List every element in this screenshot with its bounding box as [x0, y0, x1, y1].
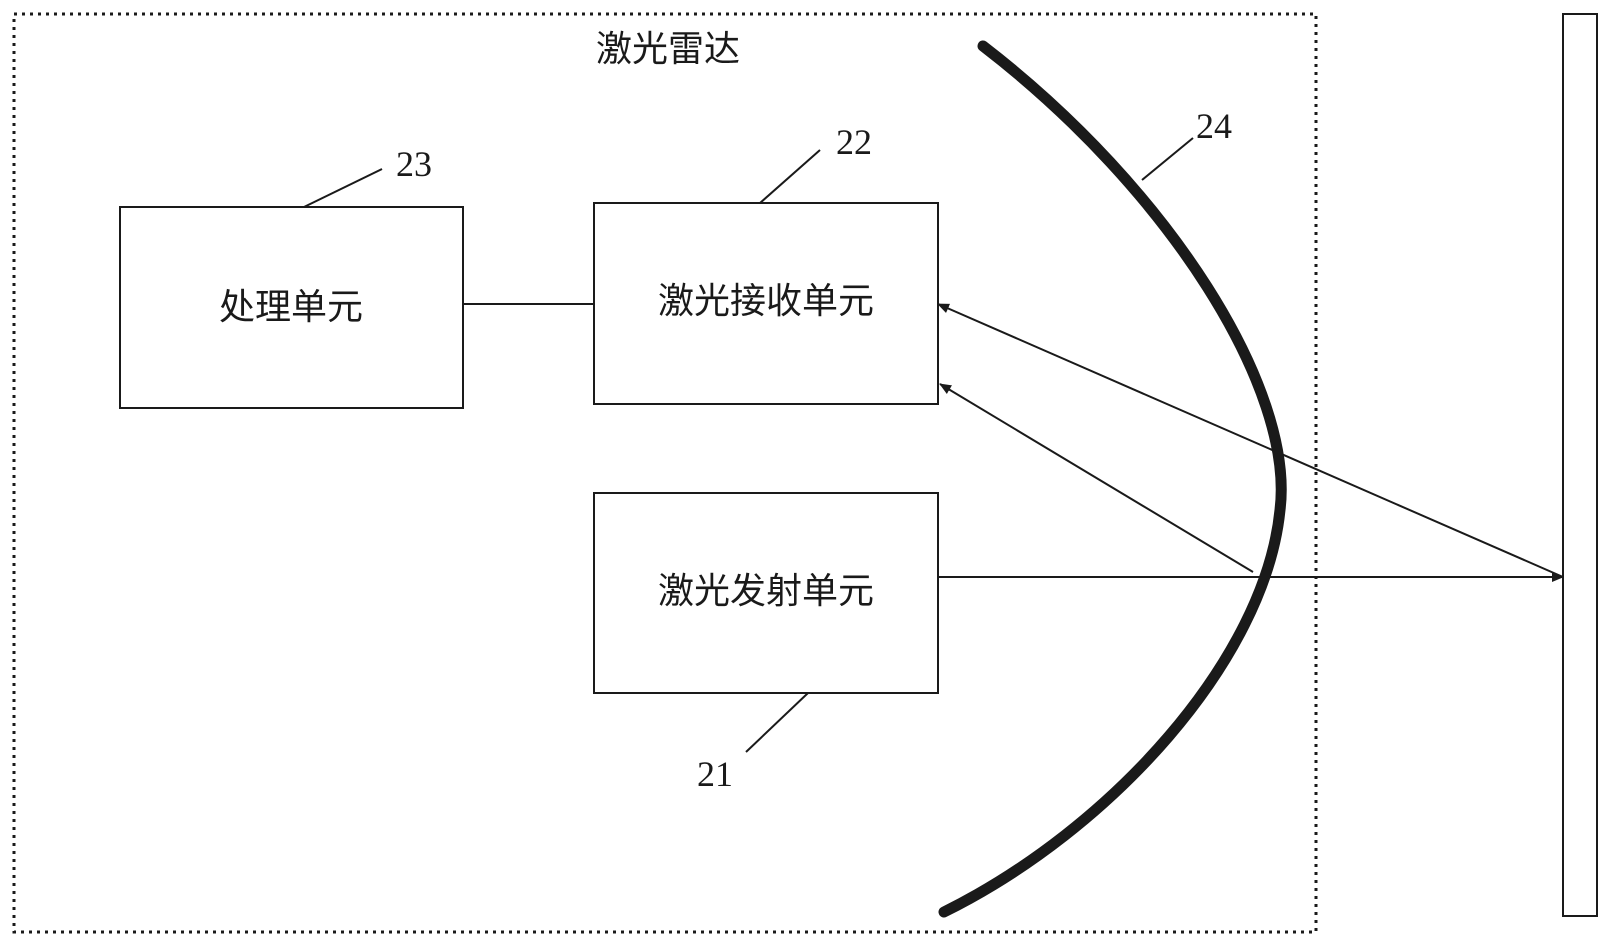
leader-line-23 [303, 168, 383, 208]
ref-number-22: 22 [836, 122, 872, 162]
curved-reflector [938, 40, 1287, 918]
ref-number-23: 23 [396, 144, 432, 184]
processing-unit-box [119, 206, 464, 409]
lidar-enclosure [12, 12, 1318, 934]
return-beam-direct [937, 303, 1564, 578]
processing-unit-label: 处理单元 [218, 287, 364, 328]
emitter-unit-label: 激光发射单元 [657, 571, 875, 612]
receiver-unit-label: 激光接收单元 [657, 281, 875, 322]
leader-line-24 [1141, 137, 1194, 181]
return-beam-reflected [939, 383, 1254, 573]
emitter-unit-box [593, 492, 939, 694]
ref-number-21: 21 [697, 754, 733, 794]
receiver-unit-box [593, 202, 939, 405]
target-plate [1562, 13, 1598, 917]
lidar-title: 激光雷达 [595, 29, 741, 70]
ref-number-24: 24 [1196, 106, 1232, 146]
leader-line-21 [745, 692, 809, 753]
leader-line-22 [759, 149, 821, 204]
